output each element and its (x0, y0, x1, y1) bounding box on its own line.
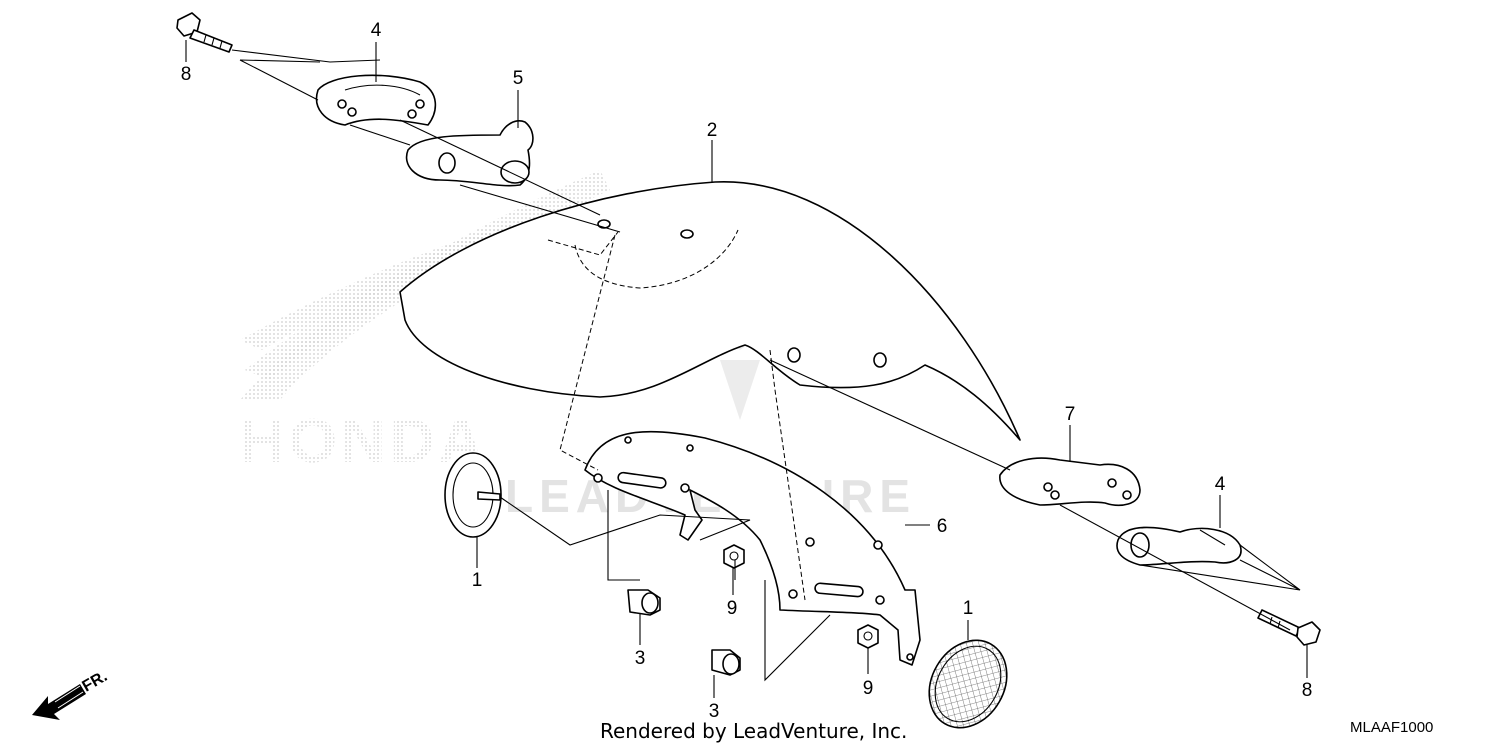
callout-8-right: 8 (1302, 680, 1313, 701)
callout-2: 2 (707, 120, 718, 141)
screw-3-a (627, 589, 661, 616)
callout-9-b: 9 (863, 678, 874, 699)
callout-3-a: 3 (635, 648, 646, 669)
screw-3-b (711, 649, 741, 676)
callout-9-a: 9 (727, 598, 738, 619)
nut-9-a (723, 544, 745, 569)
callout-7: 7 (1065, 404, 1076, 425)
nut-9-b (857, 624, 879, 649)
footer-rendered-by: Rendered by LeadVenture, Inc. (600, 719, 907, 743)
fender-stay-right-lower (999, 457, 1141, 506)
callout-3-b: 3 (709, 701, 720, 722)
diagram-code: MLAAF1000 (1350, 719, 1433, 736)
callout-1-left: 1 (472, 570, 483, 591)
callout-5: 5 (513, 68, 524, 89)
callout-4-top: 4 (371, 20, 382, 41)
fender-stay-top (315, 74, 437, 126)
reflector-left (444, 452, 502, 538)
assembly-lines (185, 40, 1308, 698)
callout-4-right: 4 (1215, 474, 1226, 495)
callout-1-right: 1 (963, 598, 974, 619)
reflector-right (928, 639, 1008, 729)
callout-8-top: 8 (181, 64, 192, 85)
bolt-top (176, 12, 233, 53)
bolt-right (1257, 609, 1321, 646)
watermark-honda-text: HONDA (240, 407, 487, 476)
front-direction-arrow-icon (32, 684, 86, 720)
callout-6: 6 (937, 516, 948, 537)
inner-fender-bracket (584, 430, 921, 666)
front-fender (399, 181, 1021, 441)
